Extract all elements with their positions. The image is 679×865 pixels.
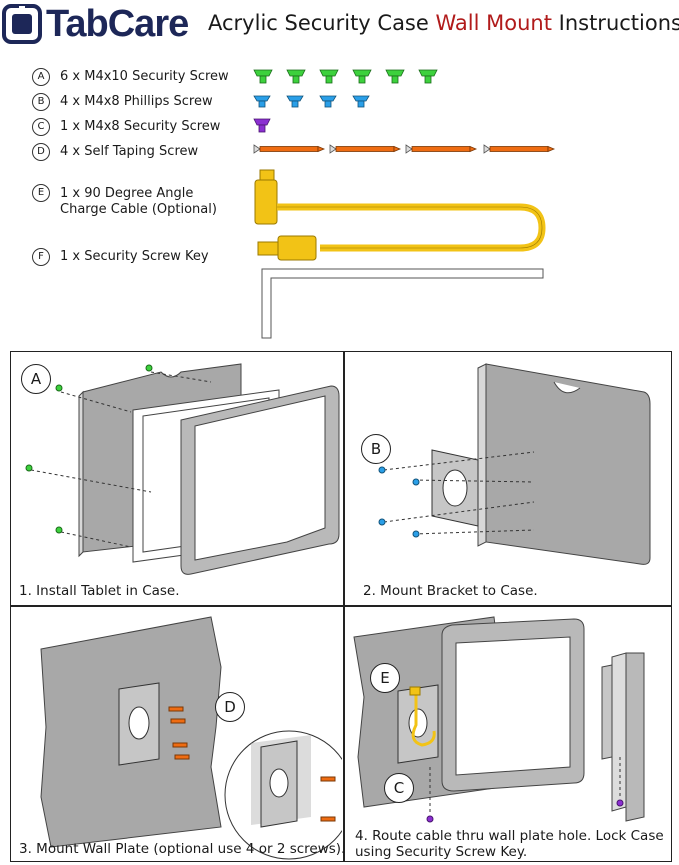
parts-list: A 6 x M4x10 Security Screw B 4 x M4x8 Phil… — [0, 62, 679, 347]
step4-illustration — [353, 616, 645, 823]
part-d: D 4 x Self Taping Screw — [32, 143, 198, 161]
part-letter: A — [32, 68, 50, 86]
security-screw-key-f-icon — [261, 268, 544, 339]
self-tapping-screw-d-icon — [253, 144, 556, 154]
part-label: 4 x M4x8 Phillips Screw — [60, 94, 213, 109]
step1-illustration — [25, 363, 340, 575]
part-e: E 1 x 90 Degree Angle Charge Cable (Optio… — [32, 184, 242, 218]
step3-illustration — [40, 616, 342, 860]
step2-badge: B — [361, 434, 391, 464]
title-highlight: Wall Mount — [435, 11, 552, 35]
charge-cable-e-icon — [254, 169, 546, 261]
part-label: 1 x 90 Degree Angle Charge Cable (Option… — [60, 186, 217, 217]
step1-badge: A — [21, 364, 51, 394]
part-label: 1 x Security Screw Key — [60, 249, 209, 264]
step4-badge-c: C — [384, 773, 414, 803]
brand-name: TabCare — [46, 3, 189, 45]
part-label: 1 x M4x8 Security Screw — [60, 119, 221, 134]
step4-label: 4. Route cable thru wall plate hole. Loc… — [355, 828, 664, 860]
part-letter: D — [32, 143, 50, 161]
part-c: C 1 x M4x8 Security Screw — [32, 118, 220, 136]
part-letter: C — [32, 118, 50, 136]
part-letter: E — [32, 184, 50, 202]
title-part1: Acrylic Security Case — [208, 11, 436, 35]
page-title: Acrylic Security Case Wall Mount Instruc… — [208, 10, 679, 36]
part-letter: B — [32, 93, 50, 111]
part-b: B 4 x M4x8 Phillips Screw — [32, 93, 213, 111]
step3-label: 3. Mount Wall Plate (optional use 4 or 2… — [19, 841, 346, 857]
part-label: 6 x M4x10 Security Screw — [60, 69, 229, 84]
brand-logo: TabCare — [0, 2, 200, 46]
security-screw-a-icon — [253, 69, 438, 84]
part-f: F 1 x Security Screw Key — [32, 248, 209, 266]
step1-label: 1. Install Tablet in Case. — [19, 583, 180, 599]
tabcare-logo-icon — [2, 4, 42, 44]
security-screw-c-icon — [253, 118, 271, 133]
phillips-screw-b-icon — [253, 95, 370, 108]
step2-illustration — [378, 363, 651, 565]
step3-badge: D — [215, 692, 245, 722]
step2-label: 2. Mount Bracket to Case. — [363, 583, 538, 599]
part-label: 4 x Self Taping Screw — [60, 144, 199, 159]
part-letter: F — [32, 248, 50, 266]
steps-grid: A 1. Install Tablet in Case. B 2. Mount … — [10, 351, 672, 862]
part-a: A 6 x M4x10 Security Screw — [32, 68, 229, 86]
step4-badge-e: E — [370, 663, 400, 693]
parts-illustration — [253, 69, 556, 339]
title-part2: Instructions — [551, 11, 679, 35]
